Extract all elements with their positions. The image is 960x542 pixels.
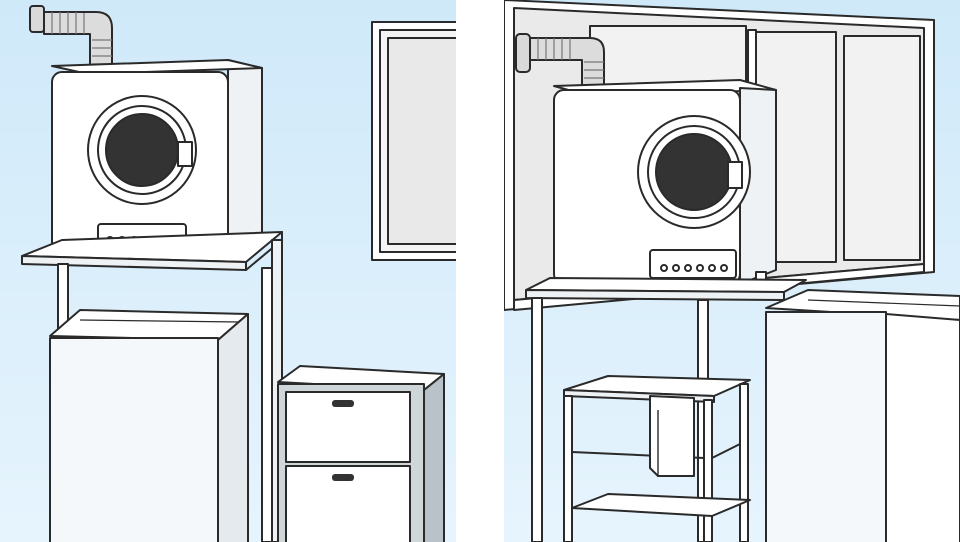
left-illustration xyxy=(0,0,456,542)
left-panel xyxy=(0,0,456,542)
open-shelf xyxy=(563,375,751,542)
window xyxy=(371,21,456,261)
right-panel xyxy=(504,0,960,542)
duct-hose xyxy=(29,5,113,71)
washing-machine xyxy=(49,309,249,542)
washing-machine xyxy=(765,289,960,542)
towel xyxy=(649,395,695,477)
drawer-cabinet xyxy=(277,365,445,542)
control-buttons xyxy=(660,264,728,272)
duct-hose xyxy=(515,33,605,91)
dryer xyxy=(51,59,263,261)
dryer xyxy=(553,79,777,293)
right-illustration xyxy=(504,0,960,542)
